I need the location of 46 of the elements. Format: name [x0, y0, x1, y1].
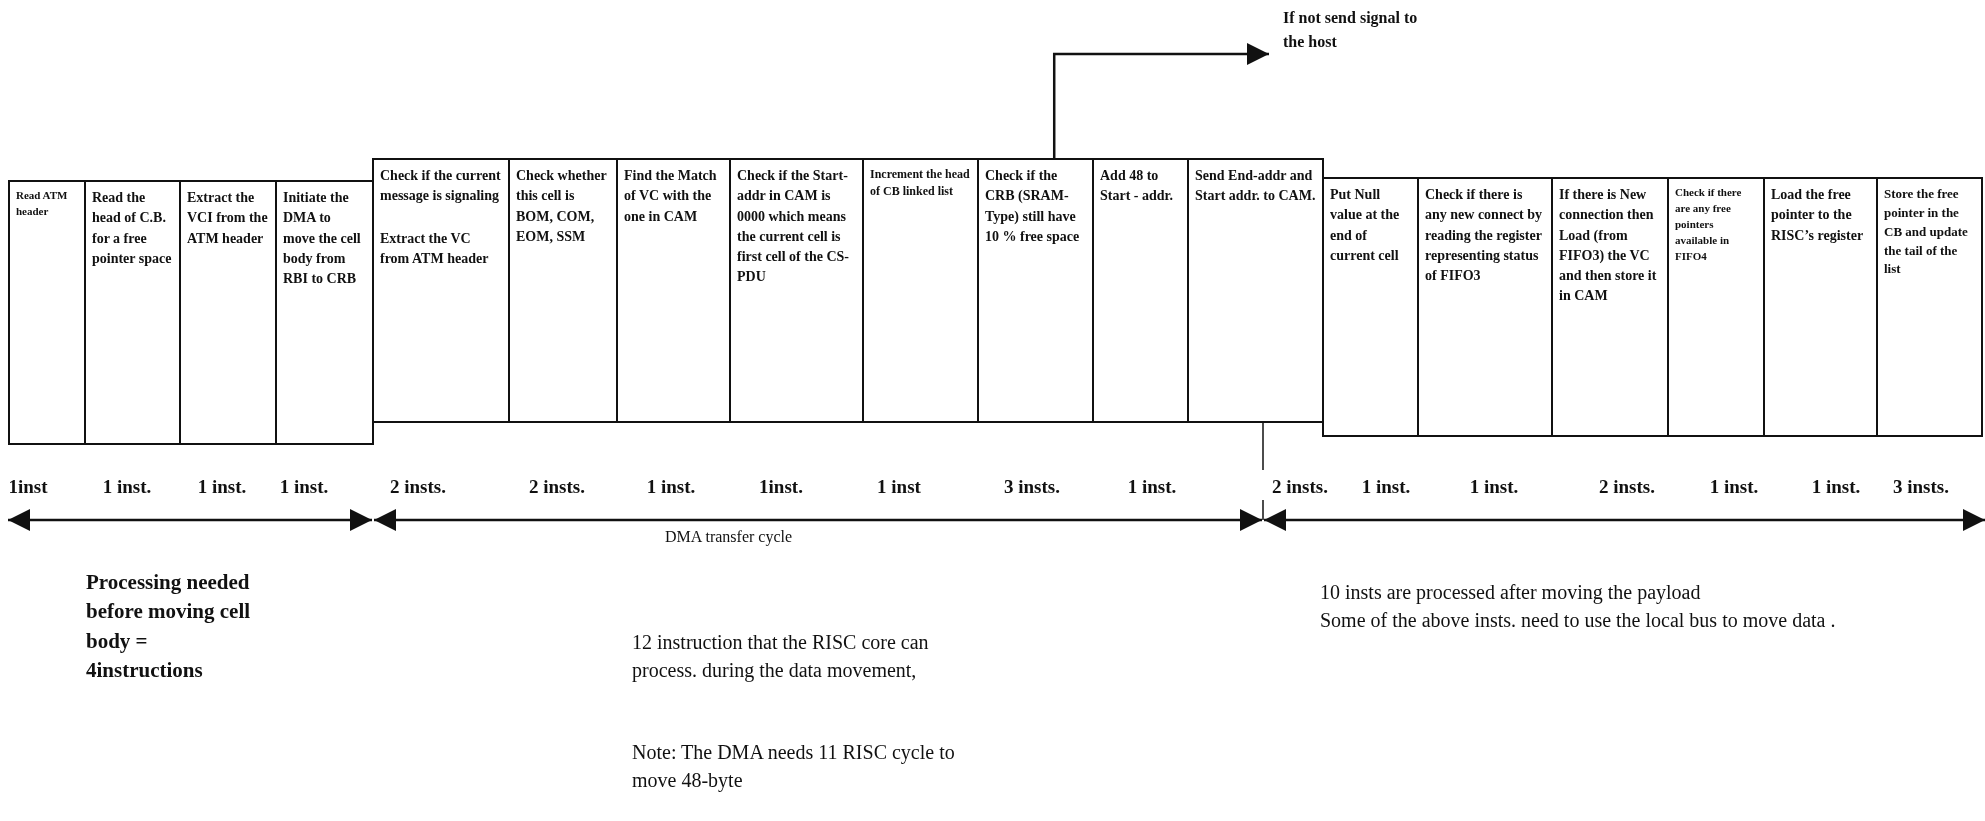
process-box: If there is New connection then Load (from FIFO3) the VC and then store it in CAM: [1551, 177, 1669, 437]
process-box: Load the free pointer to the RISC’s register: [1763, 177, 1878, 437]
instruction-count: 1 inst.: [279, 476, 329, 498]
process-box: Initiate the DMA to move the cell body from RBI to CRB: [275, 180, 374, 445]
process-box: Store the free pointer in the CB and update the tail of the list: [1876, 177, 1983, 437]
note-text: Note: The DMA needs 11 RISC cycle to move 48-byte: [632, 740, 956, 794]
instruction-count: 3 insts.: [1893, 476, 1949, 498]
instruction-count: 3 insts.: [1004, 476, 1060, 498]
note-text: If not send signal to the host: [1283, 6, 1423, 86]
process-box: Read the head of C.B. for a free pointer space: [84, 180, 181, 445]
instruction-count: 1inst.: [759, 476, 803, 498]
process-box: Add 48 to Start - addr.: [1092, 158, 1189, 423]
note-text: Some of the above insts. need to use the local bus to move data .: [1320, 608, 1837, 633]
note-text: 12 instruction that the RISC core can process. during the data movement,: [632, 630, 930, 684]
instruction-count: 1 inst.: [1469, 476, 1519, 498]
instruction-count: 1 inst.: [1811, 476, 1861, 498]
process-box: Find the Match of VC with the one in CAM: [616, 158, 731, 423]
instruction-count: 1 inst.: [1127, 476, 1177, 498]
span-label: DMA transfer cycle: [665, 527, 793, 548]
process-box: Check if the CRB (SRAM-Type) still have 10 % free space: [977, 158, 1094, 423]
process-box: Read ATM header: [8, 180, 86, 445]
instruction-count: 2 insts.: [529, 476, 585, 498]
instruction-count: 2 insts.: [1599, 476, 1655, 498]
process-box: Send End-addr and Start addr. to CAM.: [1187, 158, 1324, 423]
process-box: Put Null value at the end of current cell: [1322, 177, 1419, 437]
note-text: Processing needed before moving cell body = 4instructions: [86, 569, 252, 685]
instruction-count: 1inst: [8, 476, 48, 498]
instruction-count: 1 inst.: [646, 476, 696, 498]
instruction-count: 2 insts.: [390, 476, 446, 498]
process-box: Increment the head of CB linked list: [862, 158, 979, 423]
note-text: 10 insts are processed after moving the payload: [1320, 580, 1702, 606]
process-box: Check if there are any free pointers available in FIFO4: [1667, 177, 1765, 437]
process-box: Check whether this cell is BOM, COM, EOM, SSM: [508, 158, 618, 423]
instruction-count: 1 inst.: [102, 476, 152, 498]
arrow: [1052, 43, 1269, 158]
process-box: Check if there is any new connect by reading the register representing status of FIFO3: [1417, 177, 1553, 437]
instruction-count: 1 inst: [877, 476, 921, 498]
step-text: Extract the VC from ATM header: [380, 229, 490, 268]
instruction-count: 1 inst.: [197, 476, 247, 498]
step-text: Check if the current message is signaling: [380, 167, 502, 206]
process-box: Check if the Start-addr in CAM is 0000 which means the current cell is first cell of the CS-PDU: [729, 158, 864, 423]
process-box: Extract the VCI from the ATM header: [179, 180, 277, 445]
instruction-count: 1 inst.: [1709, 476, 1759, 498]
instruction-count: 1 inst.: [1361, 476, 1411, 498]
instruction-count: 2 insts.: [1272, 476, 1328, 498]
process-box: [372, 158, 510, 423]
